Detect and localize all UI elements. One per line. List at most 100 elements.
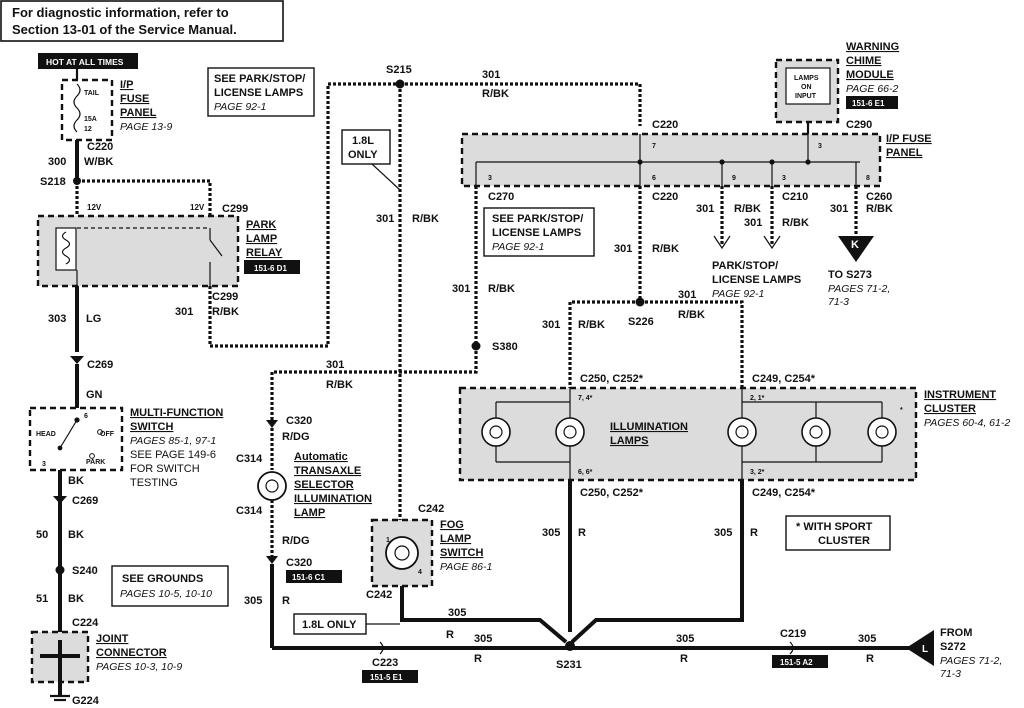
- wire-301-c220: 301: [614, 243, 632, 255]
- mfs-pin-6: 6: [84, 413, 88, 420]
- chime-inner-1: LAMPS: [794, 75, 819, 82]
- lamp-bulb-icon: [555, 417, 585, 447]
- wire-rbk-c260: R/BK: [866, 203, 893, 215]
- lamp-bulb-icon: [257, 471, 287, 501]
- wire-r-bus-l: R: [474, 653, 482, 665]
- fuse-label: TAIL: [84, 90, 100, 97]
- voltage-12v-left: 12V: [87, 203, 102, 212]
- cluster-pins-top-right: 2, 1*: [750, 395, 765, 402]
- wire-r-transaxle: R: [282, 595, 290, 607]
- ip-fuse-title-3: PANEL: [120, 107, 157, 119]
- wire-51: 51: [36, 593, 48, 605]
- connector-arrow-icon: [70, 356, 84, 364]
- wire-gn: GN: [86, 389, 103, 401]
- to-s273-title: TO S273: [828, 269, 872, 281]
- connector-c223: C223: [372, 657, 398, 669]
- mfs-see-2: FOR SWITCH: [130, 463, 200, 475]
- transaxle-title-4: ILLUMINATION: [294, 493, 372, 505]
- ip-fuse-panel-title-1: I/P FUSE: [886, 133, 932, 145]
- only-18l-line-1: 1.8L: [352, 135, 374, 147]
- fog-pin-4: 4: [418, 569, 422, 576]
- see-park-stop-box-2: SEE PARK/STOP/ LICENSE LAMPS PAGE 92-1: [483, 207, 595, 257]
- see-grounds-title: SEE GROUNDS: [122, 573, 203, 585]
- wire-rbk-c220: R/BK: [652, 243, 679, 255]
- ip-fuse-title-2: FUSE: [120, 93, 149, 105]
- splice-s231-dot: [565, 641, 575, 651]
- transaxle-selector-lamp: C320 R/DG C314 C314 R/DG C320 151-6 C1 3…: [236, 415, 372, 648]
- connector-k-icon: [838, 236, 874, 262]
- wire-305-cluster-l: 305: [542, 527, 560, 539]
- see-park-1-line-1: SEE PARK/STOP/: [214, 73, 305, 85]
- connector-c314-top: C314: [236, 453, 263, 465]
- voltage-12v-right: 12V: [190, 203, 205, 212]
- header-note-line-2: Section 13-01 of the Service Manual.: [12, 22, 237, 37]
- mfs-head: HEAD: [36, 431, 56, 438]
- see-grounds-pages: PAGES 10-5, 10-10: [120, 588, 212, 600]
- ip-fuse-panel-right: 7 3 6 9 3 8 3 I/P FUSE PANEL C220 C290: [460, 119, 932, 188]
- see-park-2-line-1: SEE PARK/STOP/: [492, 213, 583, 225]
- connector-c242-bot: C242: [366, 589, 392, 601]
- wire-rbk-s380: R/BK: [326, 379, 353, 391]
- wire-301-fuse-b: 301: [744, 217, 762, 229]
- wire-bk-1: BK: [68, 475, 84, 487]
- c219-badge: 151-5 A2: [780, 658, 813, 667]
- wire-lg: LG: [86, 313, 101, 325]
- fuse-pin-3c: 3: [818, 143, 822, 150]
- connector-c250-top: C250, C252*: [580, 373, 644, 385]
- wire-301-top: 301: [482, 69, 500, 81]
- connector-c269-bot: C269: [72, 495, 98, 507]
- fuse-pin-3b: 3: [782, 175, 786, 182]
- wire-305-fog: 305: [448, 607, 466, 619]
- wire-r-cluster-r: R: [750, 527, 758, 539]
- park-relay-badge: 151-6 D1: [254, 264, 287, 273]
- ground-g224: G224: [72, 695, 100, 707]
- connector-c249-bot: C249, C254*: [752, 487, 816, 499]
- see-grounds-box: SEE GROUNDS PAGES 10-5, 10-10: [111, 565, 229, 607]
- connector-c320-top: C320: [286, 415, 312, 427]
- from-s272-pages-1: PAGES 71-2,: [940, 655, 1002, 667]
- relay-output-wire: C299 301 R/BK: [175, 82, 642, 348]
- fuse-number: 12: [84, 126, 92, 133]
- mfs-pages: PAGES 85-1, 97-1: [130, 435, 216, 447]
- fuse-element-icon: [73, 83, 81, 133]
- splice-s240: S240: [72, 565, 98, 577]
- mfs-off: OFF: [100, 431, 115, 438]
- connector-k-letter: K: [851, 239, 859, 251]
- fog-pin-1: 1: [386, 537, 390, 544]
- splice-s380-label: S380: [492, 341, 518, 353]
- wire-305-bus-l: 305: [474, 633, 492, 645]
- connector-c220-top: C220: [87, 141, 113, 153]
- connector-c220-b: C220: [652, 191, 678, 203]
- fuse-panel-outputs: C270 C220 301 R/BK 301 R/BK 301 R/BK C21…: [474, 186, 893, 345]
- transaxle-badge: 151-6 C1: [292, 573, 325, 582]
- sport-note-2: CLUSTER: [818, 535, 870, 547]
- wire-rbk-top: R/BK: [482, 88, 509, 100]
- connector-c224: C224: [72, 617, 99, 629]
- connector-c299-top: C299: [222, 203, 248, 215]
- mfs-park: PARK: [86, 459, 105, 466]
- to-s273-pages-1: PAGES 71-2,: [828, 283, 890, 295]
- wire-w-bk: W/BK: [84, 156, 113, 168]
- ip-fuse-title-1: I/P: [120, 79, 133, 91]
- fuse-pin-8: 8: [866, 175, 870, 182]
- wire-305-from: 305: [858, 633, 876, 645]
- lamp-bulb-icon: [867, 417, 897, 447]
- wire-301-s226-l: 301: [542, 319, 560, 331]
- connector-c260: C260: [866, 191, 892, 203]
- fuse-pin-3a: 3: [488, 175, 492, 182]
- ip-fuse-page: PAGE 13-9: [120, 121, 172, 133]
- connector-l-icon: [906, 630, 934, 666]
- hot-at-all-times-text: HOT AT ALL TIMES: [46, 57, 124, 67]
- fuse-pin-9: 9: [732, 175, 736, 182]
- splice-s215: S215 301 R/BK: [386, 64, 509, 520]
- connector-c223-icon: [379, 641, 384, 655]
- cluster-lamps-1: ILLUMINATION: [610, 421, 688, 433]
- sport-cluster-note: * WITH SPORT CLUSTER: [785, 515, 891, 551]
- ip-fuse-panel-title-2: PANEL: [886, 147, 923, 159]
- wire-r-cluster-l: R: [578, 527, 586, 539]
- lamp-bulb-icon: [801, 417, 831, 447]
- mfs-title-1: MULTI-FUNCTION: [130, 407, 223, 419]
- wire-bk-2: BK: [68, 529, 84, 541]
- fog-title-1: FOG: [440, 519, 464, 531]
